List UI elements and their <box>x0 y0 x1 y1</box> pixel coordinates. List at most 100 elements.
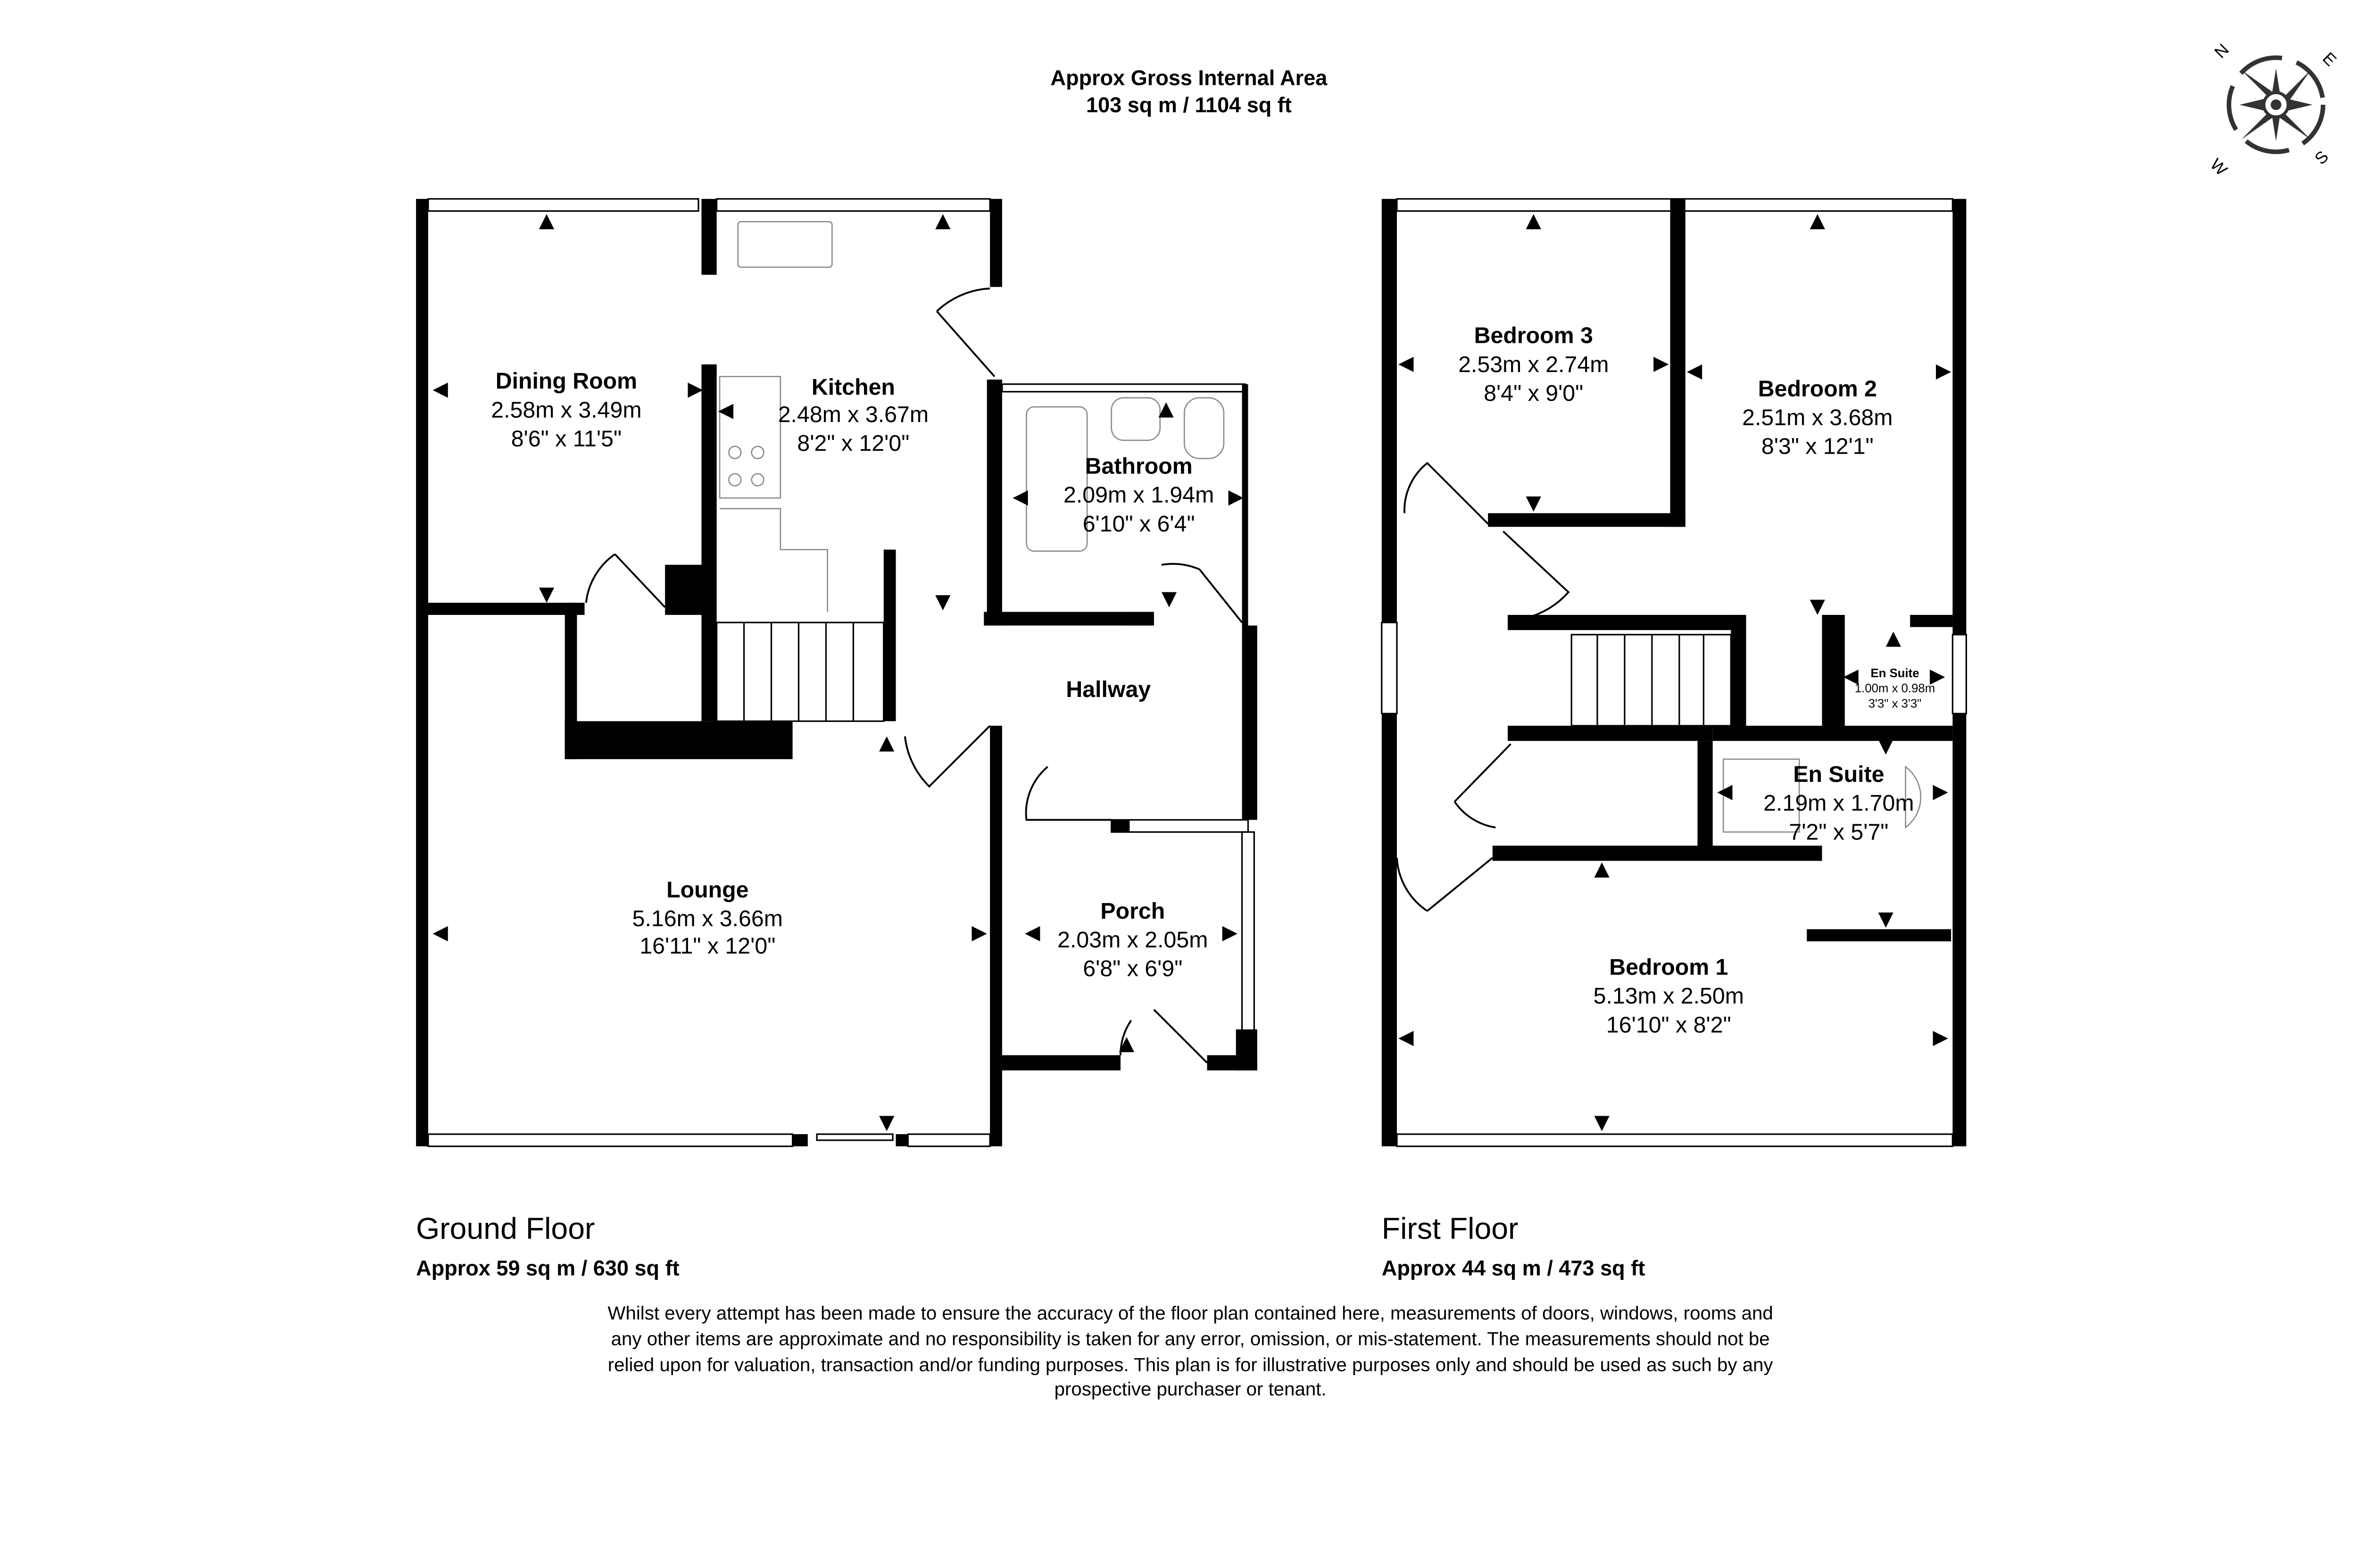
room-name: Bathroom <box>1085 454 1193 479</box>
room-imperial: 8'6" x 11'5" <box>511 426 622 452</box>
room-lounge: Lounge 5.16m x 3.66m 16'11" x 12'0" <box>632 877 783 959</box>
dimension-arrow-icon <box>1935 364 1951 380</box>
dimension-arrow-icon <box>1013 490 1028 506</box>
first-floor-label: First Floor <box>1382 1211 1519 1245</box>
room-name: Kitchen <box>812 374 895 400</box>
dimension-arrow-icon <box>1526 214 1541 230</box>
ground-floor-label: Ground Floor <box>416 1211 595 1245</box>
room-name: Bedroom 1 <box>1609 954 1728 980</box>
dimension-arrow-icon <box>539 587 555 603</box>
dimension-arrow-icon <box>879 1116 895 1131</box>
room-imperial: 16'11" x 12'0" <box>639 933 775 959</box>
dimension-arrow-icon <box>1885 631 1901 647</box>
gross-area-title: Approx Gross Internal Area <box>1051 66 1328 90</box>
dimension-arrow-icon <box>539 214 555 230</box>
room-imperial: 7'2" x 5'7" <box>1789 819 1888 845</box>
compass-rose-icon: N E S W <box>2207 40 2340 180</box>
dimension-arrow-icon <box>879 736 895 752</box>
dimension-arrow-icon <box>1398 357 1414 372</box>
dimension-arrow-icon <box>1398 1031 1414 1046</box>
room-name: Hallway <box>1066 677 1151 702</box>
dimension-arrow-icon <box>1119 1037 1135 1053</box>
room-metric: 5.16m x 3.66m <box>632 906 783 931</box>
first-floor-labels: Bedroom 3 2.53m x 2.74m 8'4" x 9'0" Bedr… <box>1458 323 1935 1038</box>
room-metric: 2.09m x 1.94m <box>1063 482 1214 508</box>
room-name: En Suite <box>1793 762 1884 787</box>
room-name: Dining Room <box>496 368 637 394</box>
room-metric: 1.00m x 0.98m <box>1855 682 1935 695</box>
disclaimer-line: Whilst every attempt has been made to en… <box>608 1303 1773 1324</box>
dimension-arrow-icon <box>1594 862 1610 878</box>
dimension-arrow-icon <box>971 926 987 942</box>
room-imperial: 8'3" x 12'1" <box>1761 434 1874 459</box>
room-en-suite-small: En Suite 1.00m x 0.98m 3'3" x 3'3" <box>1855 667 1935 710</box>
dimension-arrow-icon <box>1228 490 1244 506</box>
room-metric: 5.13m x 2.50m <box>1594 983 1744 1009</box>
disclaimer-line: prospective purchaser or tenant. <box>1054 1378 1327 1400</box>
room-bedroom-3: Bedroom 3 2.53m x 2.74m 8'4" x 9'0" <box>1458 323 1609 406</box>
first-floor-walls <box>1381 198 1967 1147</box>
room-imperial: 6'10" x 6'4" <box>1083 511 1195 537</box>
dimension-arrow-icon <box>1810 599 1825 615</box>
room-metric: 2.53m x 2.74m <box>1458 352 1609 377</box>
dimension-arrow-icon <box>1810 214 1825 230</box>
floor-plan: Approx Gross Internal Area 103 sq m / 11… <box>416 40 2340 1400</box>
dimension-arrow-icon <box>1025 926 1040 942</box>
dimension-arrow-icon <box>1158 402 1174 418</box>
room-metric: 2.48m x 3.67m <box>778 402 929 427</box>
dimension-arrow-icon <box>432 382 448 398</box>
room-bedroom-2: Bedroom 2 2.51m x 3.68m 8'3" x 12'1" <box>1742 376 1893 459</box>
room-name: Bedroom 2 <box>1758 376 1877 401</box>
dimension-arrow-icon <box>935 214 951 230</box>
room-imperial: 3'3" x 3'3" <box>1868 697 1922 710</box>
dimension-arrow-icon <box>688 382 703 398</box>
compass-n: N <box>2211 40 2233 62</box>
dimension-arrow-icon <box>1717 785 1733 800</box>
room-porch: Porch 2.03m x 2.05m 6'8" x 6'9" <box>1057 898 1208 981</box>
room-metric: 2.03m x 2.05m <box>1057 927 1208 953</box>
ground-floor-area: Approx 59 sq m / 630 sq ft <box>416 1256 679 1280</box>
dimension-arrow-icon <box>432 926 448 942</box>
ground-floor-labels: Dining Room 2.58m x 3.49m 8'6" x 11'5" K… <box>491 368 1214 981</box>
first-floor-area: Approx 44 sq m / 473 sq ft <box>1382 1256 1645 1280</box>
dimension-arrow-icon <box>1933 785 1948 800</box>
room-name: Lounge <box>666 877 748 903</box>
room-en-suite: En Suite 2.19m x 1.70m 7'2" x 5'7" <box>1763 762 1914 845</box>
disclaimer-line: any other items are approximate and no r… <box>611 1328 1770 1350</box>
dimension-arrow-icon <box>1933 1031 1948 1046</box>
dimension-arrow-icon <box>718 404 734 419</box>
room-bathroom: Bathroom 2.09m x 1.94m 6'10" x 6'4" <box>1063 454 1214 537</box>
dimension-arrow-icon <box>1930 669 1945 685</box>
room-name: Bedroom 3 <box>1474 323 1593 348</box>
dimension-arrow-icon <box>1222 926 1237 942</box>
room-kitchen: Kitchen 2.48m x 3.67m 8'2" x 12'0" <box>778 374 929 456</box>
compass-e: E <box>2319 49 2340 70</box>
dimension-arrows <box>432 214 1951 1131</box>
gross-area-value: 103 sq m / 1104 sq ft <box>1086 93 1292 117</box>
room-hallway: Hallway <box>1066 677 1151 702</box>
room-imperial: 6'8" x 6'9" <box>1083 956 1182 981</box>
compass-w: W <box>2207 155 2231 179</box>
compass-s: S <box>2311 147 2332 168</box>
dimension-arrow-icon <box>1878 912 1893 928</box>
room-metric: 2.58m x 3.49m <box>491 397 641 423</box>
room-imperial: 8'2" x 12'0" <box>797 431 909 456</box>
room-imperial: 8'4" x 9'0" <box>1484 381 1583 406</box>
dimension-arrow-icon <box>1526 496 1541 512</box>
room-name: En Suite <box>1871 667 1919 680</box>
disclaimer-line: relied upon for valuation, transaction a… <box>608 1354 1774 1375</box>
dimension-arrow-icon <box>1878 739 1893 755</box>
dimension-arrow-icon <box>1653 357 1669 372</box>
room-dining-room: Dining Room 2.58m x 3.49m 8'6" x 11'5" <box>491 368 641 451</box>
dimension-arrow-icon <box>1161 592 1177 607</box>
room-name: Porch <box>1100 898 1165 924</box>
room-metric: 2.51m x 3.68m <box>1742 405 1893 430</box>
room-bedroom-1: Bedroom 1 5.13m x 2.50m 16'10" x 8'2" <box>1594 954 1744 1037</box>
ground-floor-walls <box>416 198 1257 1147</box>
dimension-arrow-icon <box>1686 364 1702 380</box>
dimension-arrow-icon <box>1843 669 1859 685</box>
room-metric: 2.19m x 1.70m <box>1763 790 1914 816</box>
dimension-arrow-icon <box>1594 1116 1610 1131</box>
disclaimer: Whilst every attempt has been made to en… <box>608 1303 1774 1400</box>
room-imperial: 16'10" x 8'2" <box>1606 1012 1731 1037</box>
